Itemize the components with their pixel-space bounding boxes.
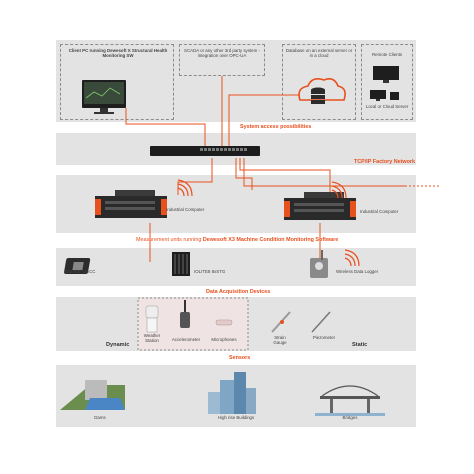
devices-panel (56, 248, 416, 286)
system-access-header: System access possibilities (240, 124, 312, 130)
measurement-bold: Dewesoft X3 Machine Condition Monitoring… (202, 237, 339, 243)
scada-label: SCADA or any other 3rd party system - in… (184, 48, 260, 59)
dynamic-label: Dynamic (106, 342, 130, 348)
cloud-server-label: Local or Cloud Server (365, 104, 409, 109)
buildings-label: High rise Buildings (217, 415, 255, 420)
scada-box (179, 44, 265, 76)
static-label: Static (352, 342, 368, 348)
tcp-network-header: TCP/IP Factory Network (354, 159, 416, 165)
accelerometer-label: Accelerometer (171, 337, 201, 342)
iolite-stg-label: IOLITE8 8xSTG (194, 269, 226, 274)
data-acquisition-header: Data Acquisition Devices (206, 289, 271, 295)
weather-station-label: Weather Station (143, 333, 161, 344)
remote-clients-box (361, 44, 413, 120)
database-label: Database on an external server or in a c… (285, 48, 353, 59)
measurement-header: Measurement units running Dewesoft X3 Ma… (136, 237, 338, 243)
bridges-label: Bridges (342, 415, 358, 420)
industrial-computer-left: Industrial Computer (166, 207, 205, 212)
wireless-logger-label: Wireless Data Logger (336, 269, 379, 274)
iolite-acc-label: IOLITE8 1xACC (64, 269, 96, 274)
microphone-label: Microphones (211, 337, 237, 342)
industrial-computer-right: Industrial Computer (360, 209, 399, 214)
strain-gauge-label: Strain Gauge (273, 335, 287, 346)
client-pc-label: Client PC running Dewesoft X Structural … (68, 48, 168, 59)
database-box (282, 44, 356, 120)
sensors-header: Sensors (229, 355, 251, 361)
measurement-prefix: Measurement units running (136, 237, 203, 243)
piezometer-label: Piezometer (312, 335, 336, 340)
client-pc-box (60, 44, 174, 120)
dams-label: Dams (94, 415, 106, 420)
remote-clients-label: Remote Clients (371, 52, 402, 57)
